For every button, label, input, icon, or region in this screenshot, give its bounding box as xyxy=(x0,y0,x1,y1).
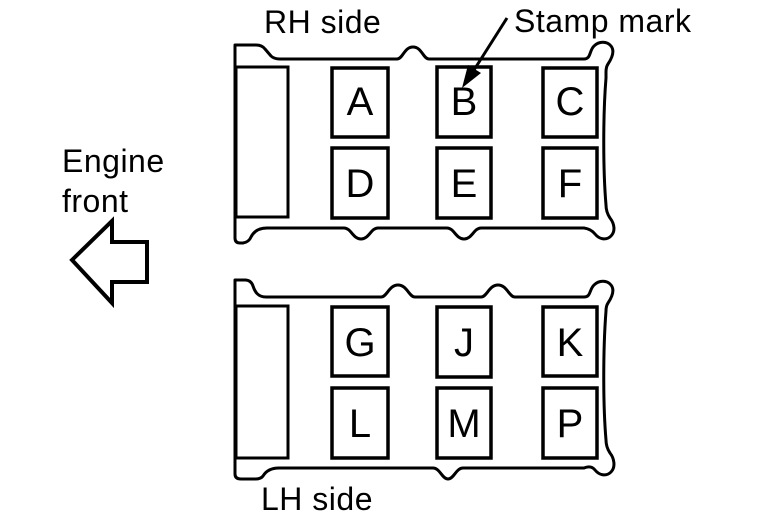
stamp-cell-box xyxy=(330,146,390,220)
stamp-cell-d: D xyxy=(330,146,390,220)
stamp-cell-c: C xyxy=(541,66,599,139)
stamp-cell-label: L xyxy=(349,402,371,446)
lh-side-label: LH side xyxy=(261,481,373,512)
stamp-cell-p: P xyxy=(541,386,599,460)
stamp-cell-box xyxy=(435,386,493,460)
stamp-cell-box xyxy=(541,146,599,220)
lh-block-outline xyxy=(233,278,616,481)
stamp-cell-label: J xyxy=(454,321,474,365)
stamp-cell-label: F xyxy=(558,162,582,206)
stamp-cell-label: D xyxy=(346,162,375,206)
rh-block-outline xyxy=(233,40,616,245)
stamp-cell-box xyxy=(541,386,599,460)
stamp-cell-box xyxy=(435,305,493,379)
stamp-cell-b: B xyxy=(435,65,493,139)
stamp-cell-box xyxy=(435,65,493,139)
stamp-cell-label: E xyxy=(451,162,478,206)
stamp-cell-j: J xyxy=(435,305,493,379)
stamp-cell-box xyxy=(435,146,493,220)
stamp-cell-label: B xyxy=(451,80,478,124)
stamp-cell-f: F xyxy=(541,146,599,220)
engine-front-arrow-icon xyxy=(69,216,149,309)
stamp-cell-m: M xyxy=(435,386,493,460)
stamp-cell-l: L xyxy=(330,386,390,460)
stamp-cell-label: M xyxy=(447,402,480,446)
stamp-cell-label: P xyxy=(557,402,584,446)
stamp-cell-label: A xyxy=(347,80,374,124)
rh-block-left-rib xyxy=(234,65,290,219)
stamp-cell-label: C xyxy=(556,80,585,124)
stamp-mark-leader-arrow xyxy=(462,17,509,88)
stamp-cell-box xyxy=(541,305,599,378)
stamp-cell-label: K xyxy=(557,321,584,365)
stamp-cell-box xyxy=(330,66,390,139)
stamp-cell-box xyxy=(541,66,599,139)
stamp-cell-a: A xyxy=(330,66,390,139)
engine-front-label-line2: front xyxy=(62,183,129,219)
stamp-mark-leader-line xyxy=(472,17,509,71)
lh-block-left-rib xyxy=(234,304,290,460)
stamp-cell-box xyxy=(330,386,390,460)
engine-front-label-line1: Engine xyxy=(62,143,165,179)
stamp-cell-k: K xyxy=(541,305,599,378)
stamp-cell-label: G xyxy=(344,321,375,365)
stamp-cell-e: E xyxy=(435,146,493,220)
stamp-mark-arrowhead-icon xyxy=(462,65,481,88)
rh-side-label: RH side xyxy=(264,4,381,40)
stamp-cell-box xyxy=(330,305,390,378)
stamp-cell-g: G xyxy=(330,305,390,378)
stamp-mark-label: Stamp mark xyxy=(514,3,692,39)
